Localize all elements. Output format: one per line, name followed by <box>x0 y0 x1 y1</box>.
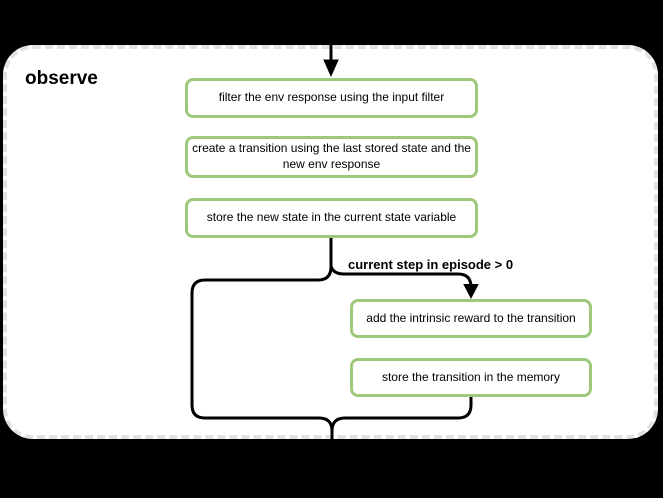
flow-node-create-transition: create a transition using the last store… <box>185 136 478 178</box>
flow-node-label: add the intrinsic reward to the transiti… <box>366 310 576 325</box>
flow-node-store-transition: store the transition in the memory <box>350 358 592 397</box>
flow-node-filter-env-response: filter the env response using the input … <box>185 78 478 118</box>
flow-node-store-new-state: store the new state in the current state… <box>185 198 478 238</box>
branch-condition-label: current step in episode > 0 <box>348 257 514 272</box>
flow-node-label: filter the env response using the input … <box>218 90 445 105</box>
observe-group-title: observe <box>25 68 98 89</box>
flow-node-add-intrinsic-reward: add the intrinsic reward to the transiti… <box>350 299 592 338</box>
flow-node-label: create a transition using the last store… <box>192 141 471 171</box>
flow-node-label: store the transition in the memory <box>381 369 561 384</box>
flow-node-label: store the new state in the current state… <box>206 210 457 225</box>
